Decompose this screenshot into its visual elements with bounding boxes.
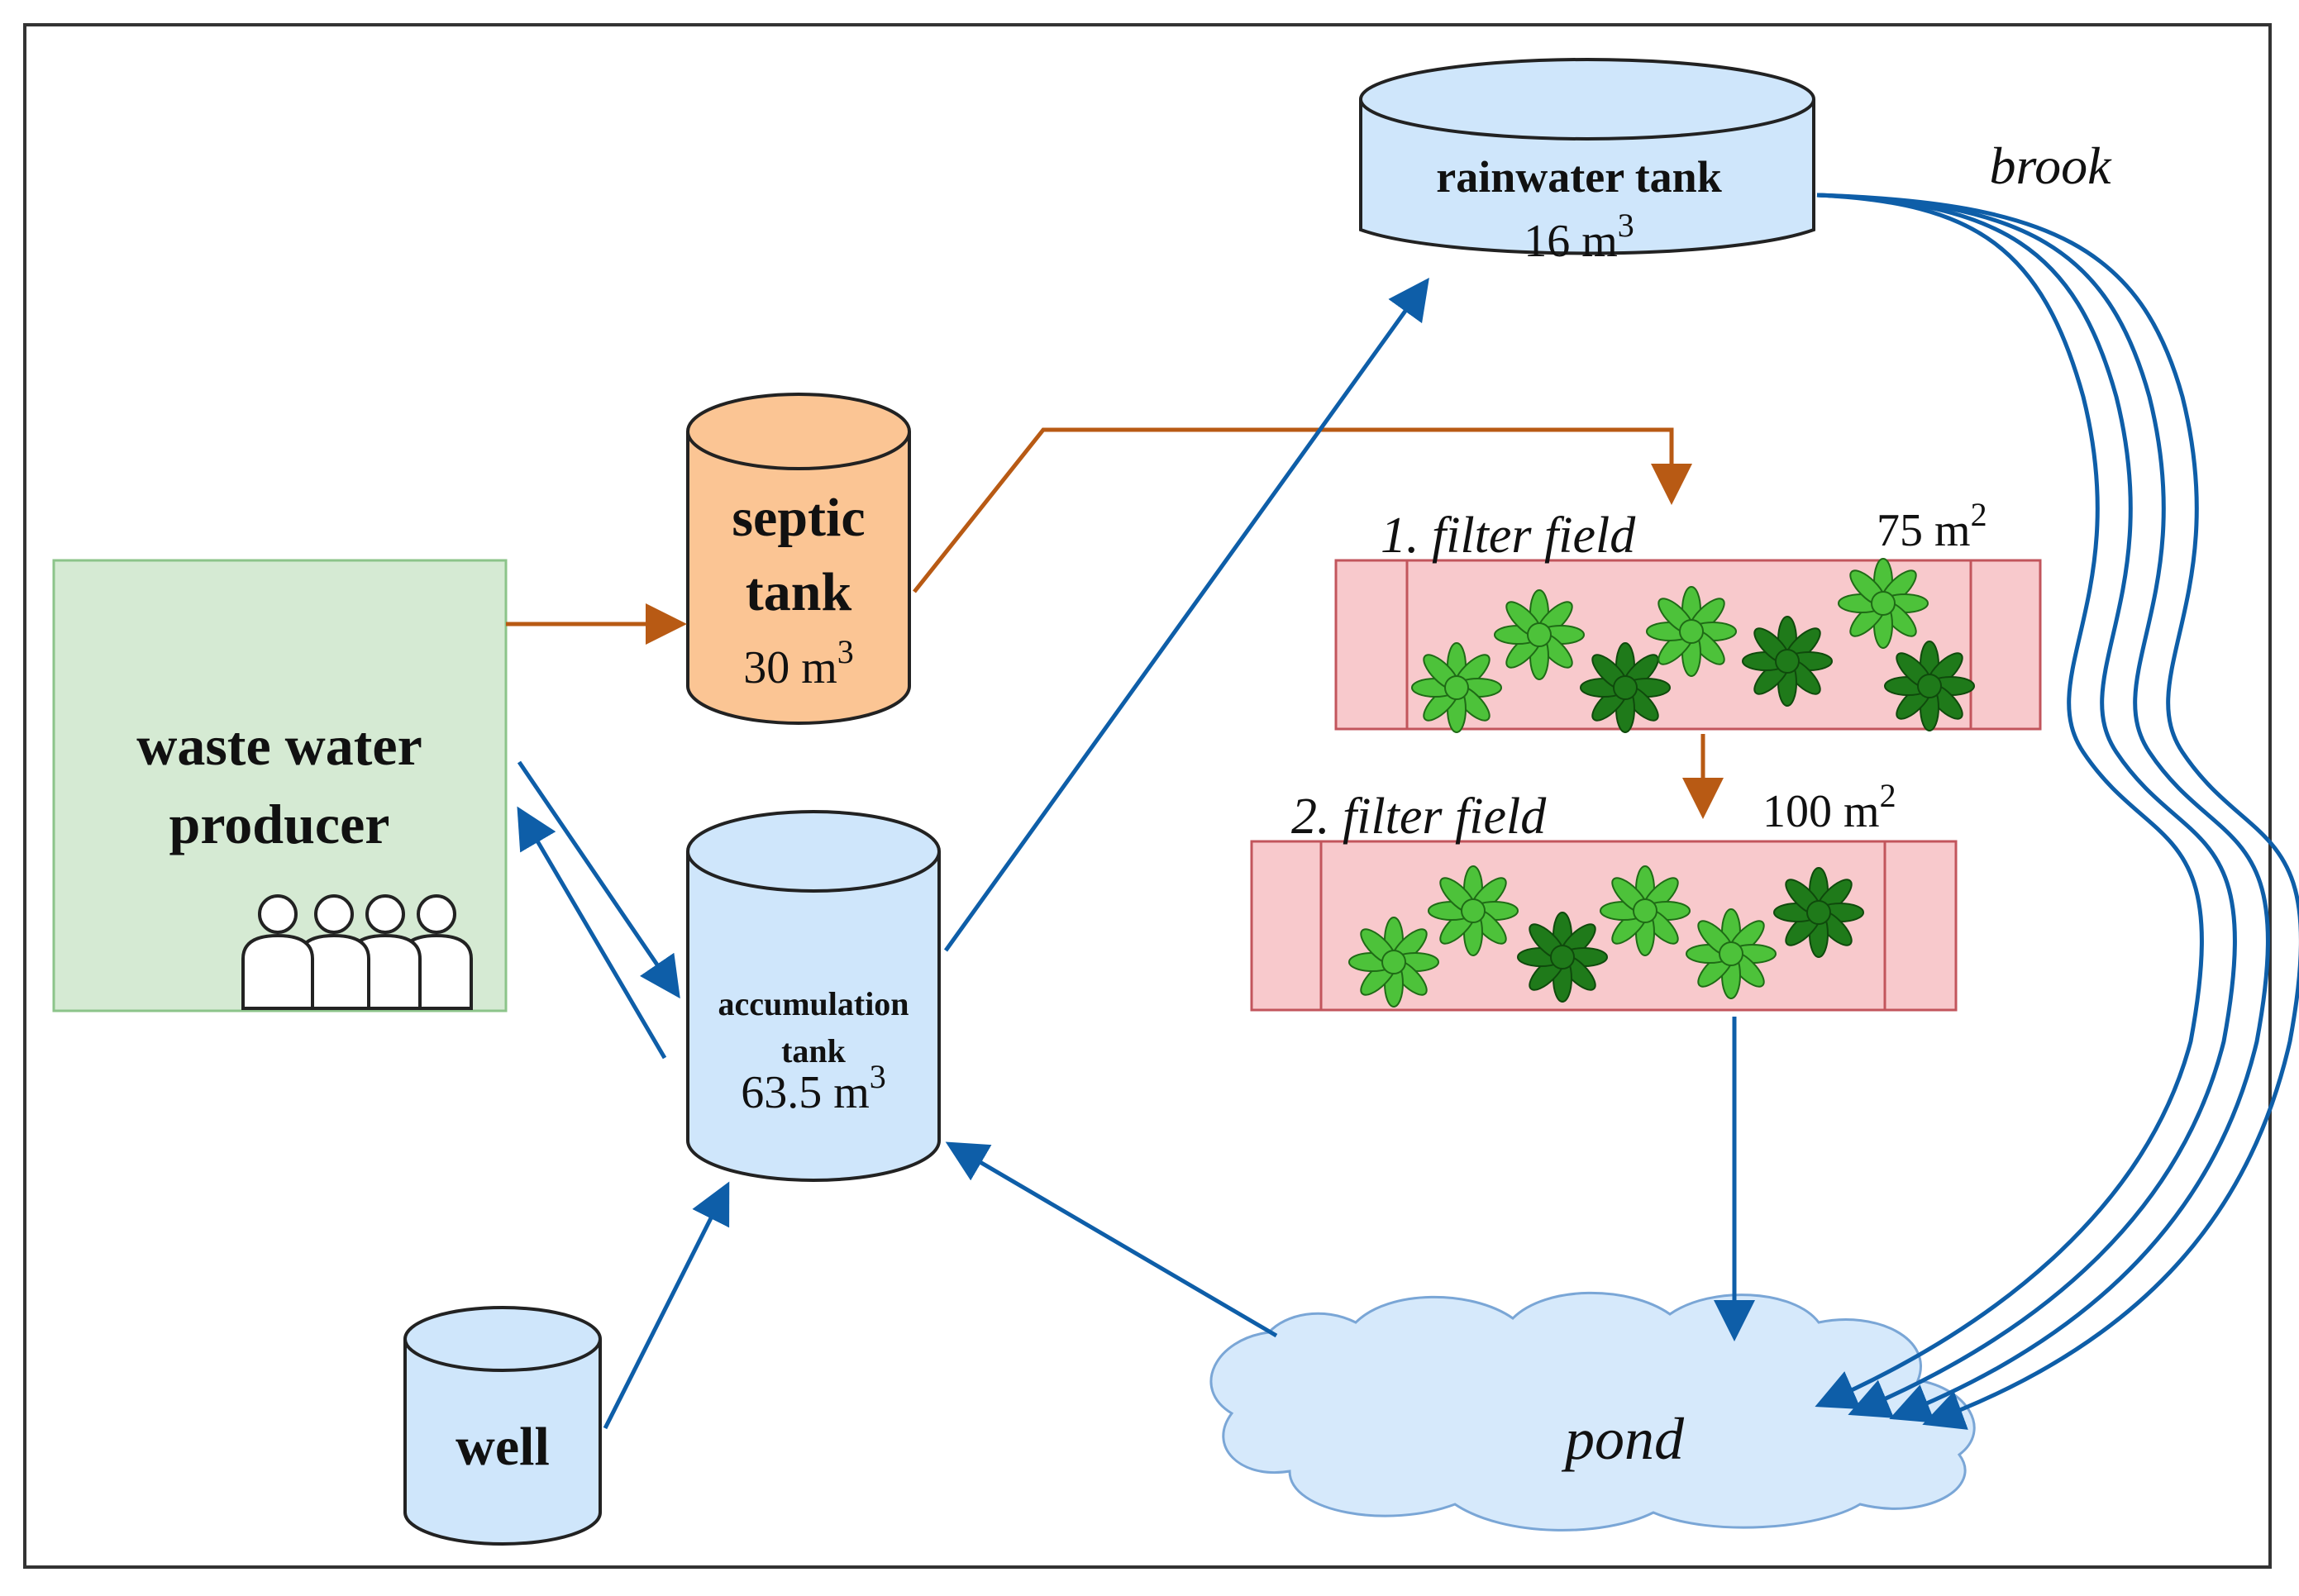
filter-field-2: 2. filter field 100 m2 [1250,777,1958,1012]
filter2-area: 100 m2 [1762,777,1896,837]
flow-producer-to-accumulation [517,760,680,999]
accumulation-label-line2: tank [781,1032,847,1070]
rainwater-label: rainwater tank [1436,152,1722,202]
septic-tank: septic tank 30 m3 [686,393,911,725]
brook-label: brook [1990,136,2113,195]
flow-accumulation-to-rainwater [943,277,1429,952]
filter1-area: 75 m2 [1877,496,1987,556]
flow-pond-to-accumulation [945,1141,1278,1338]
producer-label-line1: waste water [136,714,422,777]
septic-label-line1: septic [732,488,865,548]
flow-accumulation-to-producer [517,806,667,1060]
filter1-label: 1. filter field [1381,507,1636,564]
well-label: well [456,1417,550,1477]
accumulation-label-line1: accumulation [718,985,909,1022]
filter2-label: 2. filter field [1291,788,1547,845]
brook-flows [1815,193,2299,1430]
water-flows [517,193,2299,1430]
rainwater-tank: rainwater tank 16 m3 [1359,58,1815,267]
accumulation-volume: 63.5 m3 [741,1058,886,1118]
pond-label: pond [1561,1406,1685,1472]
septic-label-line2: tank [746,562,852,622]
septic-volume: 30 m3 [743,633,854,693]
pond: pond [1209,1291,1976,1532]
waste-water-producer: waste water producer [52,559,508,1012]
accumulation-tank: accumulation tank 63.5 m3 [686,810,941,1182]
producer-label-line2: producer [169,793,390,855]
flow-septic-to-filter1 [913,427,1692,593]
sewage-flows [506,427,1724,819]
well: well [403,1306,602,1546]
filter-field-1: 1. filter field 75 m2 [1334,496,2042,733]
flow-well-to-accumulation [603,1181,730,1430]
rainwater-volume: 16 m3 [1524,207,1634,267]
